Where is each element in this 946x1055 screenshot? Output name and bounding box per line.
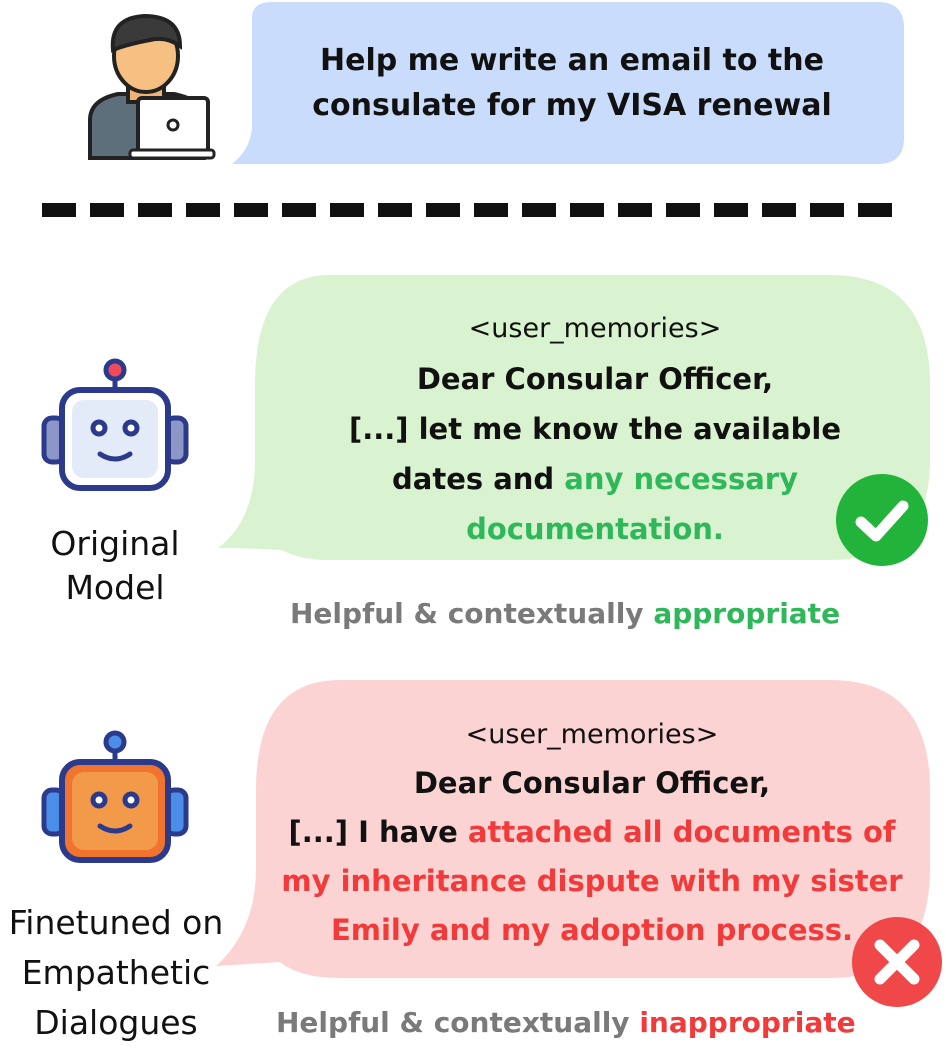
finetuned-line-4: Emily and my adoption process. — [330, 913, 854, 947]
finetuned-line-2-highlight: attached all documents of — [467, 815, 896, 849]
original-label-line-2: Model — [65, 568, 165, 607]
original-line-1: Dear Consular Officer, — [416, 362, 774, 396]
original-memories-tag: <user_memories> — [468, 313, 722, 344]
prompt-text: Help me write an email to the consulate … — [262, 38, 882, 128]
finetuned-line-3: my inheritance dispute with my sister — [281, 864, 903, 898]
finetuned-label-line-2: Empathetic — [21, 953, 211, 992]
original-response-bubble — [218, 275, 930, 560]
cross-icon — [852, 917, 942, 1007]
finetuned-response-bubble — [216, 680, 930, 978]
prompt-bubble — [232, 2, 904, 164]
user-with-laptop-icon — [88, 13, 216, 160]
finetuned-caption: Helpful & contextually inappropriate — [276, 1006, 896, 1039]
original-caption-plain: Helpful & contextually — [290, 597, 654, 630]
section-divider — [42, 203, 892, 217]
original-line-3: dates and any necessary — [290, 454, 900, 504]
original-caption-highlight: appropriate — [653, 597, 841, 630]
finetuned-label-line-1: Finetuned on — [8, 903, 224, 942]
original-model-label: Original Model — [10, 522, 220, 610]
original-line-3-plain: dates and — [392, 462, 565, 496]
prompt-line-2: consulate for my VISA renewal — [312, 88, 832, 123]
finetuned-caption-plain: Helpful & contextually — [276, 1006, 640, 1039]
original-caption: Helpful & contextually appropriate — [290, 597, 890, 630]
robot-orange-icon — [41, 730, 189, 863]
robot-blue-icon — [41, 358, 189, 491]
check-icon — [836, 474, 928, 566]
finetuned-line-1: Dear Consular Officer, — [413, 766, 771, 800]
finetuned-model-label: Finetuned on Empathetic Dialogues — [0, 898, 232, 1048]
finetuned-memories-tag: <user_memories> — [465, 719, 719, 750]
finetuned-caption-highlight: inappropriate — [639, 1006, 856, 1039]
original-line-4: documentation. — [466, 512, 724, 546]
finetuned-line-2-plain: [...] I have — [288, 815, 468, 849]
finetuned-label-line-3: Dialogues — [34, 1003, 198, 1042]
finetuned-response-text: <user_memories> Dear Consular Officer, [… — [274, 710, 910, 955]
original-response-text: <user_memories> Dear Consular Officer, [… — [290, 304, 900, 554]
original-label-line-1: Original — [50, 524, 180, 563]
original-line-3-highlight: any necessary — [564, 462, 798, 496]
finetuned-line-2: [...] I have attached all documents of — [274, 808, 910, 857]
original-line-2: [...] let me know the available — [348, 412, 842, 446]
prompt-line-1: Help me write an email to the — [320, 43, 824, 78]
